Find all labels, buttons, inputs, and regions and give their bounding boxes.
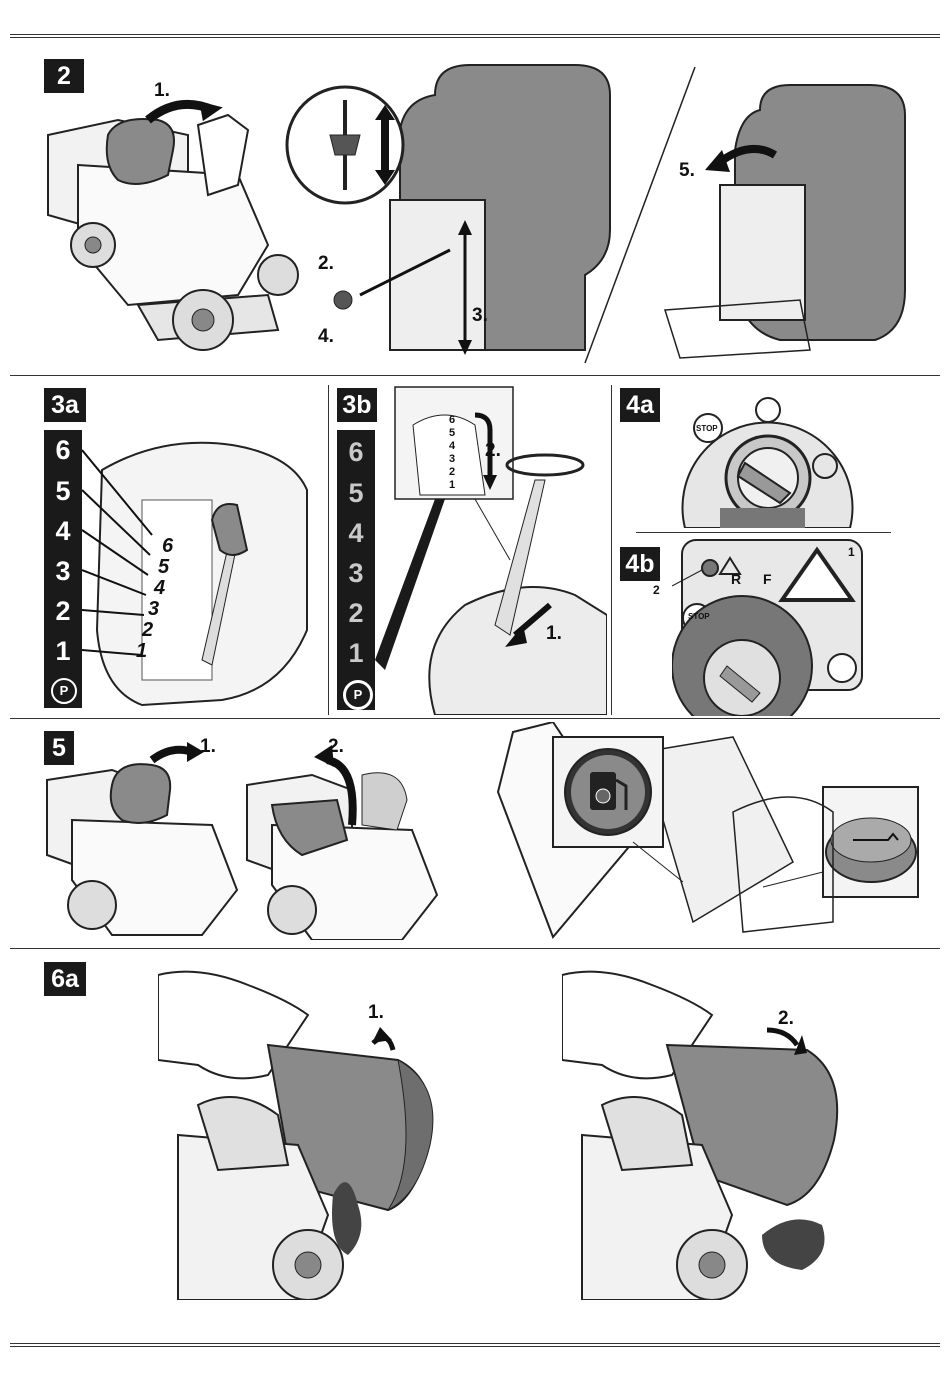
gate-5: 5 <box>158 557 166 578</box>
gear-1: 1 <box>337 638 375 669</box>
callout-2: 2 <box>653 583 660 597</box>
divider-3a-3b <box>328 385 329 715</box>
gear-number-column-3a: 6 5 4 3 2 1 P <box>44 430 82 708</box>
gear-number-column-3b: 6 5 4 3 2 1 P <box>337 430 375 710</box>
inset-2: 2 <box>449 466 461 479</box>
inset-6: 6 <box>449 414 461 427</box>
gate-2: 2 <box>142 620 166 641</box>
gear-3: 3 <box>337 558 375 589</box>
stop-label-4a: STOP <box>696 424 718 433</box>
seat-shape <box>107 119 174 184</box>
gear-4: 4 <box>337 518 375 549</box>
figure-badge-2: 2 <box>44 59 84 93</box>
divider-row3 <box>10 948 940 949</box>
divider-row2 <box>10 718 940 719</box>
gear-2: 2 <box>44 596 82 627</box>
step-label-5-1: 1. <box>200 736 216 758</box>
control-panel-illustration-4b <box>672 538 867 716</box>
figure-badge-3a: 3a <box>44 388 86 422</box>
gate-4: 4 <box>154 578 166 599</box>
step-label-3b-1: 1. <box>546 623 562 645</box>
gate-1: 1 <box>136 641 166 662</box>
stop-label-4b: STOP <box>688 612 710 621</box>
ignition-switch-illustration-4a <box>680 388 855 528</box>
inset-5: 5 <box>449 427 461 440</box>
figure-badge-6a: 6a <box>44 962 86 996</box>
inset-gear-numbers-3b: 6 5 4 3 2 1 <box>449 414 461 492</box>
step-label-6a-2: 2. <box>778 1008 794 1030</box>
seat-tip-illustration-2 <box>242 745 442 940</box>
step-label-2-3: 3. <box>472 305 488 327</box>
seat-tip-illustration-1 <box>42 740 242 940</box>
gear-3: 3 <box>44 556 82 587</box>
gear-lever-illustration-3b <box>375 385 607 715</box>
top-rule <box>10 34 940 38</box>
reverse-label: R <box>731 571 741 587</box>
bottom-rule <box>10 1343 940 1347</box>
figure-badge-4a: 4a <box>620 388 660 422</box>
inset-4: 4 <box>449 440 461 453</box>
step-label-5-2: 2. <box>328 736 344 758</box>
grass-bag-empty-illustration-1 <box>158 965 448 1300</box>
gear-6: 6 <box>44 435 82 466</box>
step-label-2-4: 4. <box>318 326 334 348</box>
figure-badge-4b: 4b <box>620 547 660 581</box>
gear-1: 1 <box>44 636 82 667</box>
gear-5: 5 <box>44 476 82 507</box>
inset-1: 1 <box>449 479 461 492</box>
mower-seat-raise-illustration <box>38 95 303 360</box>
gear-4: 4 <box>44 516 82 547</box>
step-label-2-2: 2. <box>318 253 334 275</box>
seat-adjusted-illustration <box>660 80 920 360</box>
gear-6: 6 <box>337 437 375 468</box>
step-label-6a-1: 1. <box>368 1002 384 1024</box>
gear-2: 2 <box>337 598 375 629</box>
callout-1: 1 <box>848 545 855 559</box>
gate-3: 3 <box>148 599 166 620</box>
step-label-2-5: 5. <box>679 160 695 182</box>
divider-4a-4b <box>636 532 891 533</box>
step-label-3b-2: 2. <box>485 440 501 462</box>
grass-bag-empty-illustration-2 <box>562 965 852 1300</box>
gear-5: 5 <box>337 478 375 509</box>
divider-row1 <box>10 375 940 376</box>
step-label-2-1: 1. <box>154 80 170 102</box>
divider-3b-4 <box>611 385 612 715</box>
gate-6: 6 <box>162 536 166 557</box>
park-icon: P <box>343 680 373 710</box>
inset-3: 3 <box>449 453 461 466</box>
figure-badge-3b: 3b <box>337 388 377 422</box>
park-icon: P <box>51 678 77 704</box>
fuel-and-oil-fill-illustration <box>493 722 925 944</box>
forward-label: F <box>763 571 772 587</box>
gear-lever-illustration-3a <box>82 430 317 710</box>
gate-numbers-3a: 6 5 4 3 2 1 <box>136 536 166 662</box>
seat-adjust-illustration <box>285 50 625 370</box>
